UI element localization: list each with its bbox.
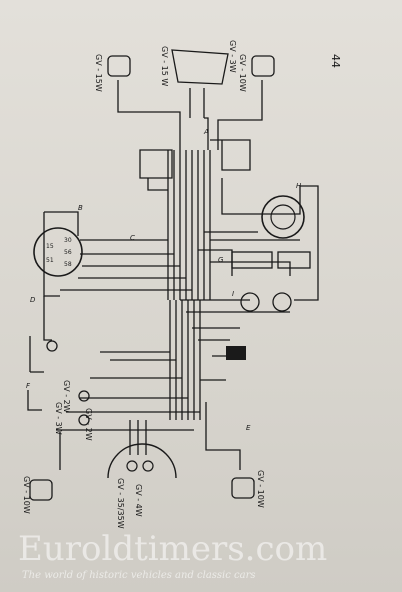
label-lamp-bottom-center-b: GV - 4W [134, 484, 143, 517]
label-lamp-top-left: GV - 15W [94, 54, 103, 92]
lamp-holder-bottom-right [231, 477, 255, 499]
wire-right-upper [198, 231, 300, 276]
watermark-subtitle: The world of historic vehicles and class… [22, 570, 256, 581]
wire-letter-c: C [130, 234, 135, 242]
wire-letter-b: B [78, 204, 83, 212]
bulb-indicator-a [46, 340, 58, 352]
wire-letter-i: I [232, 290, 234, 298]
bulb-indicator-b [78, 390, 90, 402]
battery-box [139, 149, 173, 179]
wire-bottom-drops [59, 420, 147, 470]
switch-terminal-30: 30 [64, 237, 72, 244]
wire-letter-g: G [218, 256, 224, 264]
switch-terminal-56: 56 [64, 249, 72, 256]
wire-left-branch [27, 296, 52, 411]
lamp-holder-top-left [107, 55, 131, 77]
generator-inner [270, 204, 296, 230]
wire-switch-frame [43, 211, 79, 297]
label-lamp-bottom-left: GV - 10W [22, 476, 31, 514]
wire-letter-f: F [26, 382, 31, 390]
plug-left-icon [240, 292, 260, 312]
plug-right-icon [272, 292, 292, 312]
wire-top-right-lamp [217, 80, 263, 150]
switch-terminal-51: 51 [46, 257, 54, 264]
lamp-holder-bottom-left [29, 479, 53, 501]
label-lamp-top-right: GV - 10W [238, 54, 247, 92]
label-lamp-top-center-b: GV - 3W [228, 40, 237, 73]
headlamp-bulb-b [142, 460, 154, 472]
label-lamp-left-low-b: GV - 2W [84, 408, 93, 441]
wire-letter-h: H [296, 182, 302, 190]
headlamp-arc-icon [107, 443, 177, 479]
wire-switch-outputs [60, 239, 192, 291]
label-lamp-bottom-right: GV - 10W [256, 470, 265, 508]
generator-icon [261, 195, 305, 239]
label-lamp-bottom-center-a: GV - 35/35W [116, 478, 125, 529]
wire-battery [147, 178, 168, 191]
lamp-holder-top-right [251, 55, 275, 77]
wire-lower-left [56, 351, 200, 431]
label-lamp-left-low-a: GV - 3W [54, 402, 63, 435]
switch-terminal-58: 58 [64, 261, 72, 268]
coil-right-icon [277, 251, 311, 269]
label-lamp-top-center-a: GV - 15 W [160, 46, 169, 86]
lamp-holder-top-center [171, 49, 229, 85]
label-lamp-left-mid: GV - 2W [62, 380, 71, 413]
watermark-title: Euroldtimers.com [18, 529, 327, 569]
wire-right-loop [221, 178, 319, 301]
ignition-switch-icon [33, 227, 83, 277]
wire-letter-e: E [246, 424, 251, 432]
bulb-indicator-c [78, 414, 90, 426]
coil-left-icon [231, 251, 273, 269]
wire-right-mid [180, 299, 290, 341]
wire-top-center-lamps [189, 88, 209, 150]
headlamp-bulb-a [126, 460, 138, 472]
switch-terminal-15: 15 [46, 243, 54, 250]
wire-lower-right [200, 355, 241, 470]
wire-rectifier [210, 139, 251, 171]
horn-icon [226, 346, 246, 360]
page-number: 44 [329, 54, 342, 68]
main-harness-upper [167, 150, 211, 300]
wire-top-left-lamp [117, 80, 181, 150]
wire-letter-d: D [30, 296, 36, 304]
wire-letter-a: A [203, 128, 209, 136]
